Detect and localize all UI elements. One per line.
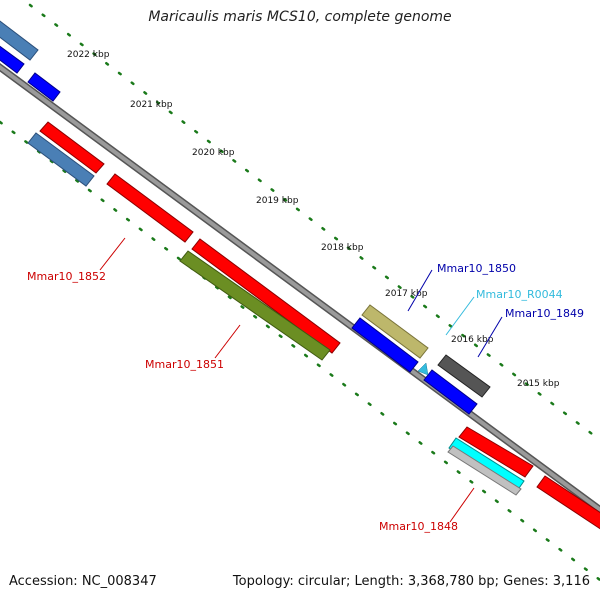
- map-title: Maricaulis maris MCS10, complete genome: [148, 9, 452, 25]
- feature-khaki-1850[interactable]: [361, 304, 429, 359]
- tick-label: 2021 kbp: [130, 100, 173, 110]
- accession-text: Accession: NC_008347: [9, 574, 157, 589]
- callout-line-1850: [407, 269, 433, 312]
- feature-blue-top-1[interactable]: [0, 42, 25, 74]
- feature-darkgray-1849[interactable]: [437, 354, 491, 398]
- feature-gray[interactable]: [447, 445, 522, 496]
- callout-line-1848: [449, 487, 475, 523]
- outer-dot-ring: [28, 3, 600, 442]
- feature-red-1848[interactable]: [458, 426, 534, 478]
- feature-steelblue-top[interactable]: [0, 15, 39, 61]
- features-middle[interactable]: [27, 121, 600, 530]
- gene-label-R0044[interactable]: Mmar10_R0044: [476, 288, 563, 301]
- tick-label: 2020 kbp: [192, 148, 235, 158]
- gene-label-1851[interactable]: Mmar10_1851: [145, 358, 224, 371]
- feature-rna-R0044[interactable]: [417, 362, 429, 376]
- gene-label-1848[interactable]: Mmar10_1848: [379, 520, 458, 533]
- gene-label-1849[interactable]: Mmar10_1849: [505, 307, 584, 320]
- tick-label: 2022 kbp: [67, 50, 110, 60]
- features-outer[interactable]: [0, 15, 478, 415]
- feature-red-1852[interactable]: [106, 173, 194, 243]
- tick-label: 2017 kbp: [385, 289, 428, 299]
- gene-labels: Mmar10_1852 Mmar10_1851 Mmar10_1850 Mmar…: [27, 262, 584, 533]
- tick-label: 2015 kbp: [517, 379, 560, 389]
- feature-blue-1849[interactable]: [423, 369, 478, 415]
- genome-backbone: [0, 63, 600, 514]
- feature-blue-1850[interactable]: [351, 317, 419, 373]
- tick-label: 2019 kbp: [256, 196, 299, 206]
- callout-line-1851: [214, 324, 241, 359]
- feature-blue-top-2[interactable]: [27, 72, 61, 102]
- inner-dot-ring: [0, 120, 600, 582]
- tick-label: 2016 kbp: [451, 335, 494, 345]
- callout-lines: [99, 237, 503, 523]
- feature-red-1[interactable]: [39, 121, 105, 174]
- genome-summary-text: Topology: circular; Length: 3,368,780 bp…: [232, 574, 590, 589]
- feature-steelblue-mid[interactable]: [27, 132, 95, 187]
- callout-line-1852: [99, 237, 126, 271]
- feature-red-long[interactable]: [191, 238, 341, 354]
- callout-line-R0044: [445, 296, 475, 336]
- gene-label-1850[interactable]: Mmar10_1850: [437, 262, 516, 275]
- tick-labels: 2022 kbp 2021 kbp 2020 kbp 2019 kbp 2018…: [67, 50, 560, 389]
- tick-label: 2018 kbp: [321, 243, 364, 253]
- gene-label-1852[interactable]: Mmar10_1852: [27, 270, 106, 283]
- feature-olive-1851[interactable]: [179, 250, 331, 361]
- callout-line-1849: [477, 316, 503, 358]
- feature-red-right[interactable]: [536, 475, 600, 530]
